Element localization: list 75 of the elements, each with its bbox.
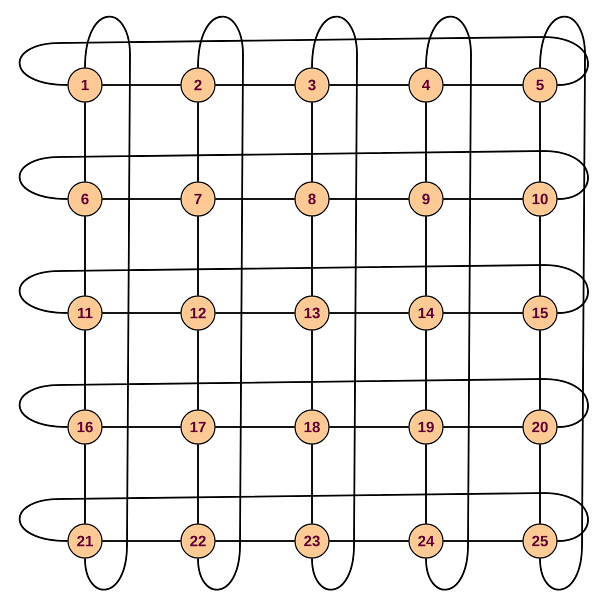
wrap-loop xyxy=(19,36,589,86)
grid-line xyxy=(444,84,522,86)
grid-line xyxy=(102,540,180,542)
grid-line xyxy=(102,198,180,200)
grid-line xyxy=(84,444,86,524)
grid-line xyxy=(330,84,408,86)
grid-line xyxy=(330,312,408,314)
grid-line xyxy=(311,330,313,410)
grid-node: 3 xyxy=(294,67,330,103)
grid-line xyxy=(539,444,541,524)
grid-line xyxy=(216,312,294,314)
grid-line xyxy=(197,102,199,182)
grid-line xyxy=(216,426,294,428)
grid-node: 17 xyxy=(180,409,216,445)
grid-node: 13 xyxy=(294,295,330,331)
grid-node: 16 xyxy=(67,409,103,445)
grid-line xyxy=(444,312,522,314)
grid-node: 18 xyxy=(294,409,330,445)
wrap-loop xyxy=(425,16,472,590)
grid-line xyxy=(102,426,180,428)
grid-node: 11 xyxy=(67,295,103,331)
grid-node: 9 xyxy=(408,181,444,217)
grid-line xyxy=(425,102,427,182)
grid-node: 24 xyxy=(408,523,444,559)
grid-line xyxy=(444,198,522,200)
grid-line xyxy=(444,540,522,542)
grid-line xyxy=(539,102,541,182)
grid-line xyxy=(216,84,294,86)
grid-line xyxy=(330,198,408,200)
grid-node: 1 xyxy=(67,67,103,103)
grid-node: 2 xyxy=(180,67,216,103)
grid-node: 22 xyxy=(180,523,216,559)
grid-line xyxy=(311,216,313,296)
grid-line xyxy=(216,198,294,200)
wrap-loop xyxy=(19,264,589,314)
grid-node: 12 xyxy=(180,295,216,331)
grid-node: 19 xyxy=(408,409,444,445)
grid-line xyxy=(539,330,541,410)
grid-line xyxy=(84,330,86,410)
grid-line xyxy=(311,444,313,524)
grid-line xyxy=(425,444,427,524)
grid-node: 25 xyxy=(522,523,558,559)
grid-node: 6 xyxy=(67,181,103,217)
grid-node: 21 xyxy=(67,523,103,559)
grid-line xyxy=(102,312,180,314)
grid-line xyxy=(539,216,541,296)
grid-line xyxy=(330,540,408,542)
grid-node: 4 xyxy=(408,67,444,103)
grid-node: 20 xyxy=(522,409,558,445)
wrap-loop xyxy=(84,16,131,590)
grid-line xyxy=(425,216,427,296)
grid-line xyxy=(425,330,427,410)
wrap-loop xyxy=(19,378,589,428)
wrap-loop xyxy=(19,150,589,200)
grid-node: 10 xyxy=(522,181,558,217)
grid-line xyxy=(216,540,294,542)
grid-node: 15 xyxy=(522,295,558,331)
wrap-loop xyxy=(311,16,358,590)
grid-line xyxy=(311,102,313,182)
grid-line xyxy=(197,444,199,524)
wrap-loop xyxy=(539,16,586,590)
grid-node: 14 xyxy=(408,295,444,331)
grid-line xyxy=(84,102,86,182)
grid-line xyxy=(102,84,180,86)
grid-node: 7 xyxy=(180,181,216,217)
grid-node: 5 xyxy=(522,67,558,103)
grid-line xyxy=(197,330,199,410)
grid-line xyxy=(84,216,86,296)
grid-line xyxy=(444,426,522,428)
grid-node: 8 xyxy=(294,181,330,217)
wrap-loop xyxy=(197,16,244,590)
grid-line xyxy=(330,426,408,428)
grid-node: 23 xyxy=(294,523,330,559)
wrap-loop xyxy=(19,492,589,542)
grid-line xyxy=(197,216,199,296)
